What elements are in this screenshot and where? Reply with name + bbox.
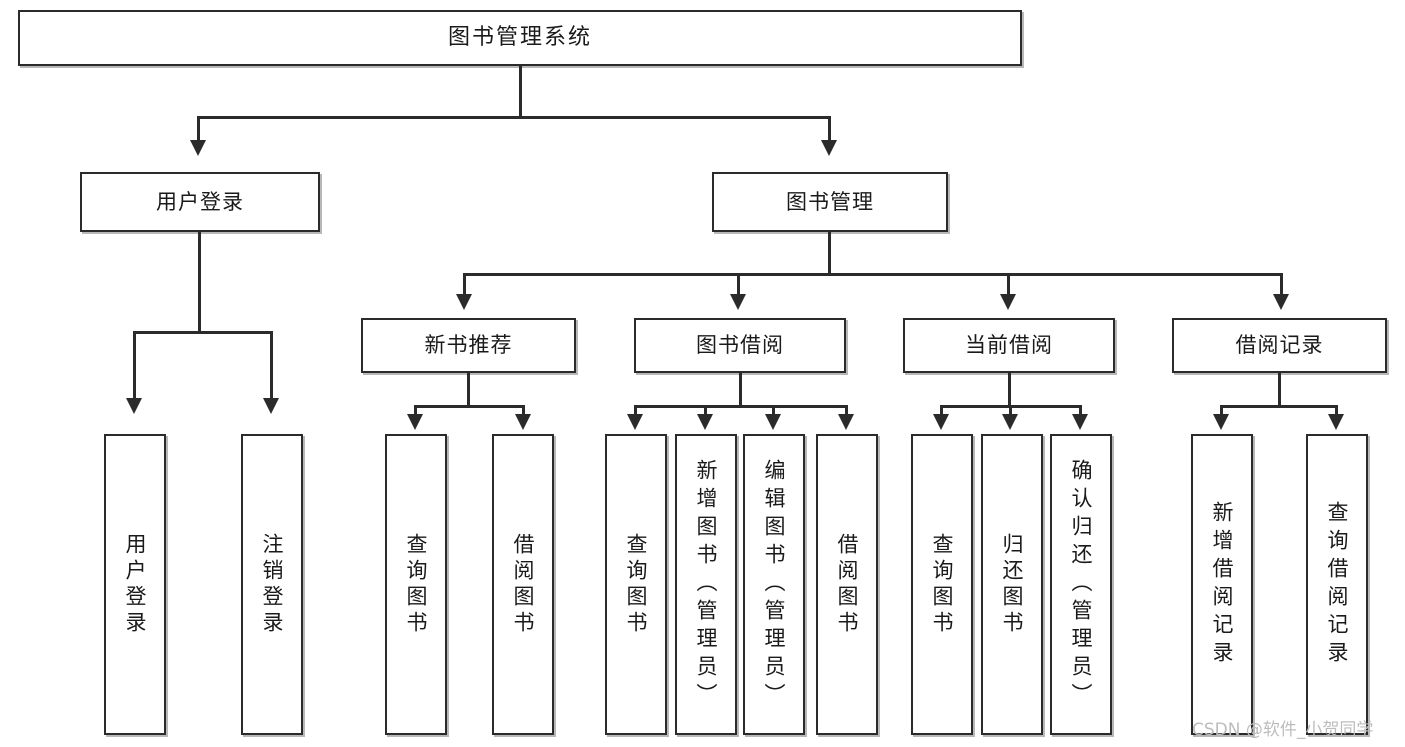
connector-recommend-bus <box>414 405 525 408</box>
arrowhead-current-3 <box>1072 414 1088 430</box>
connector-record-drop-2 <box>1335 405 1338 419</box>
connector-user-login-bus <box>133 331 273 334</box>
arrowhead-lvl2-3 <box>1000 294 1016 310</box>
arrowhead-lvl2-2 <box>730 294 746 310</box>
arrowhead-user-login-1 <box>126 398 142 414</box>
connector-recommend-drop-1 <box>414 405 417 419</box>
node-label: 用户登录 <box>123 532 148 637</box>
connector-borrow-drop-4 <box>845 405 848 419</box>
node-label: 用户登录 <box>156 189 244 214</box>
connector-root-right-drop <box>828 116 831 144</box>
connector-record-stem <box>1278 373 1281 407</box>
node-label: 查询图书 <box>624 532 649 637</box>
node-label: 新增图书（管理员） <box>694 458 719 711</box>
connector-root-bus <box>197 116 831 119</box>
node-label: 查询图书 <box>404 532 429 637</box>
arrowhead-to-book-manage <box>821 140 837 156</box>
node-book-borrow[interactable]: 图书借阅 <box>634 318 846 373</box>
connector-record-bus <box>1220 405 1338 408</box>
node-label: 新书推荐 <box>424 333 513 358</box>
leaf-record-add-record[interactable]: 新增借阅记录 <box>1191 434 1253 735</box>
node-label: 查询图书 <box>930 532 955 637</box>
connector-current-drop-2 <box>1009 405 1012 419</box>
arrowhead-lvl2-1 <box>456 294 472 310</box>
connector-current-stem <box>1008 373 1011 407</box>
arrowhead-record-2 <box>1328 414 1344 430</box>
arrowhead-record-1 <box>1213 414 1229 430</box>
connector-root-stem <box>519 66 522 118</box>
connector-borrow-bus <box>634 405 848 408</box>
leaf-record-query-record[interactable]: 查询借阅记录 <box>1306 434 1368 735</box>
connector-root-left-drop <box>197 116 200 144</box>
connector-recommend-stem <box>467 373 470 407</box>
node-label: 当前借阅 <box>965 333 1053 358</box>
leaf-recommend-borrow-book[interactable]: 借阅图书 <box>492 434 554 735</box>
arrowhead-borrow-3 <box>765 414 781 430</box>
connector-borrow-stem <box>739 373 742 407</box>
node-label: 图书管理系统 <box>447 25 592 51</box>
node-label: 编辑图书（管理员） <box>762 458 787 711</box>
connector-lvl2-drop-3 <box>1007 273 1010 297</box>
node-label: 图书借阅 <box>696 333 784 358</box>
node-new-book-recommend[interactable]: 新书推荐 <box>361 318 576 373</box>
connector-user-login-drop-2 <box>270 331 273 401</box>
node-label: 借阅记录 <box>1235 333 1324 358</box>
leaf-user-login-logout[interactable]: 注销登录 <box>241 434 303 735</box>
leaf-recommend-query-book[interactable]: 查询图书 <box>385 434 447 735</box>
node-borrow-record[interactable]: 借阅记录 <box>1172 318 1387 373</box>
connector-borrow-drop-3 <box>772 405 775 419</box>
leaf-borrow-edit-book-admin[interactable]: 编辑图书（管理员） <box>743 434 805 735</box>
connector-borrow-drop-2 <box>704 405 707 419</box>
node-label: 确认归还（管理员） <box>1069 458 1094 711</box>
connector-current-drop-1 <box>940 405 943 419</box>
node-label: 借阅图书 <box>511 532 536 637</box>
leaf-current-query-book[interactable]: 查询图书 <box>911 434 973 735</box>
arrowhead-borrow-1 <box>627 414 643 430</box>
arrowhead-current-1 <box>933 414 949 430</box>
connector-record-drop-1 <box>1220 405 1223 419</box>
connector-borrow-drop-1 <box>634 405 637 419</box>
node-user-login[interactable]: 用户登录 <box>80 172 320 232</box>
arrowhead-lvl2-4 <box>1273 294 1289 310</box>
leaf-borrow-add-book-admin[interactable]: 新增图书（管理员） <box>675 434 737 735</box>
arrowhead-recommend-1 <box>407 414 423 430</box>
connector-book-manage-stem <box>828 232 831 275</box>
leaf-current-return-book[interactable]: 归还图书 <box>981 434 1043 735</box>
node-root-system[interactable]: 图书管理系统 <box>18 10 1022 66</box>
connector-lvl2-drop-2 <box>737 273 740 297</box>
arrowhead-current-2 <box>1002 414 1018 430</box>
arrowhead-borrow-2 <box>697 414 713 430</box>
connector-lvl2-drop-4 <box>1280 273 1283 297</box>
connector-lvl2-drop-1 <box>463 273 466 297</box>
node-book-management[interactable]: 图书管理 <box>712 172 948 232</box>
node-label: 新增借阅记录 <box>1210 500 1235 669</box>
leaf-current-confirm-return-admin[interactable]: 确认归还（管理员） <box>1050 434 1112 735</box>
node-label: 归还图书 <box>1000 532 1025 637</box>
arrowhead-borrow-4 <box>838 414 854 430</box>
leaf-user-login-login[interactable]: 用户登录 <box>104 434 166 735</box>
connector-recommend-drop-2 <box>522 405 525 419</box>
connector-user-login-drop-1 <box>133 331 136 401</box>
node-label: 查询借阅记录 <box>1325 500 1350 669</box>
arrowhead-to-user-login <box>190 140 206 156</box>
arrowhead-user-login-2 <box>263 398 279 414</box>
node-label: 图书管理 <box>786 189 874 214</box>
connector-current-drop-3 <box>1079 405 1082 419</box>
leaf-borrow-borrow-book[interactable]: 借阅图书 <box>816 434 878 735</box>
node-label: 注销登录 <box>260 532 285 637</box>
connector-user-login-stem <box>198 232 201 333</box>
leaf-borrow-query-book[interactable]: 查询图书 <box>605 434 667 735</box>
node-current-borrow[interactable]: 当前借阅 <box>903 318 1115 373</box>
node-label: 借阅图书 <box>835 532 860 637</box>
arrowhead-recommend-2 <box>515 414 531 430</box>
connector-book-manage-bus <box>463 273 1283 276</box>
